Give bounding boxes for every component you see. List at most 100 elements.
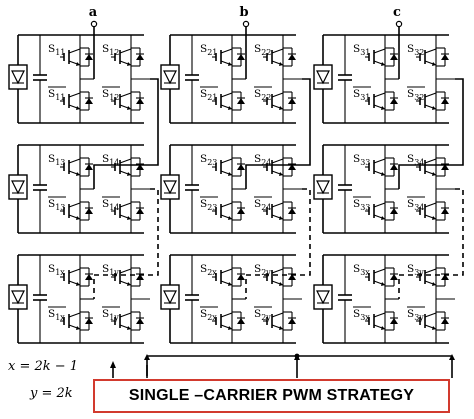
switch-upper-left [60,145,93,189]
emitter-arrow [76,106,80,110]
label-lower-left: S1x [48,308,65,322]
switch-lower-left [365,299,398,343]
switch-lower-right [263,189,296,233]
diode-icon [85,54,93,60]
switch-upper-right [416,255,449,299]
bus-arrow-icon [294,354,300,360]
wire [373,92,386,98]
bus-arrow-icon [144,354,150,360]
series-link [93,78,159,189]
emitter-arrow [381,62,385,66]
solar-panel-icon [8,64,28,90]
wire [424,202,437,208]
switch-upper-right [416,145,449,189]
label-upper-right: S12 [102,43,119,57]
switch-lower-left [365,189,398,233]
label-lower-left: S13 [48,198,65,212]
label-lower-left: S3x [353,308,370,322]
series-link [245,78,311,189]
emitter-arrow [279,106,283,110]
panel-triangle [316,70,330,85]
switch-lower-left [212,189,245,233]
switch-lower-left [60,189,93,233]
diode-icon [288,54,296,60]
series-link [245,188,311,299]
label-upper-left: S2x [200,263,217,277]
label-upper-right: S14 [102,153,119,167]
panel-frame [313,284,333,310]
emitter-arrow [228,326,232,330]
label-upper-left: S1x [48,263,65,277]
emitter-arrow [432,216,436,220]
switch-lower-right [111,189,144,233]
switch-lower-left [60,299,93,343]
emitter-arrow [432,106,436,110]
panel-frame [313,64,333,90]
switch-lower-left [365,79,398,123]
wire [220,92,233,98]
switch-upper-left [212,35,245,79]
wire [271,48,284,54]
emitter-arrow [228,282,232,286]
wire [424,48,437,54]
diode-icon [441,208,449,214]
bus-arrow-icon [449,354,455,360]
emitter-arrow [76,326,80,330]
signal-x-arrow-icon [110,361,116,368]
wire [68,268,81,274]
label-lower-right: S12 [102,88,119,102]
switch-lower-left [212,79,245,123]
wire [119,92,132,98]
emitter-arrow [127,326,131,330]
emitter-arrow [76,62,80,66]
emitter-arrow [432,282,436,286]
emitter-arrow [381,106,385,110]
label-lower-left: S2x [200,308,217,322]
diode-icon [390,318,398,324]
switch-upper-left [365,145,398,189]
label-upper-right: S1y [102,263,119,277]
panel-frame [313,174,333,200]
switch-upper-left [60,35,93,79]
emitter-arrow [381,172,385,176]
wire [373,158,386,164]
equation-x: x = 2k − 1 [8,359,78,374]
solar-panel-icon [8,174,28,200]
solar-panel-icon [160,64,180,90]
diode-icon [390,208,398,214]
diode-icon [288,274,296,280]
wire [119,158,132,164]
switch-lower-left [60,79,93,123]
switch-upper-left [212,145,245,189]
wire [220,202,233,208]
equation-y: y = 2k [29,386,73,401]
panel-triangle [163,180,177,195]
diode-icon [237,98,245,104]
panel-triangle [316,290,330,305]
wire [424,158,437,164]
emitter-arrow [279,172,283,176]
emitter-arrow [228,106,232,110]
phase-terminal [395,20,403,28]
panel-frame [8,284,28,310]
diode-icon [136,164,144,170]
wire [68,312,81,318]
emitter-arrow [228,172,232,176]
emitter-arrow [127,216,131,220]
wire [220,268,233,274]
label-lower-right: S34 [407,198,424,212]
switch-upper-right [111,145,144,189]
wire [424,312,437,318]
diode-icon [136,318,144,324]
pwm-strategy-label: SINGLE –CARRIER PWM STRATEGY [128,387,415,404]
control-bus [110,353,455,378]
panel-frame [8,174,28,200]
wire [220,158,233,164]
emitter-arrow [127,106,131,110]
